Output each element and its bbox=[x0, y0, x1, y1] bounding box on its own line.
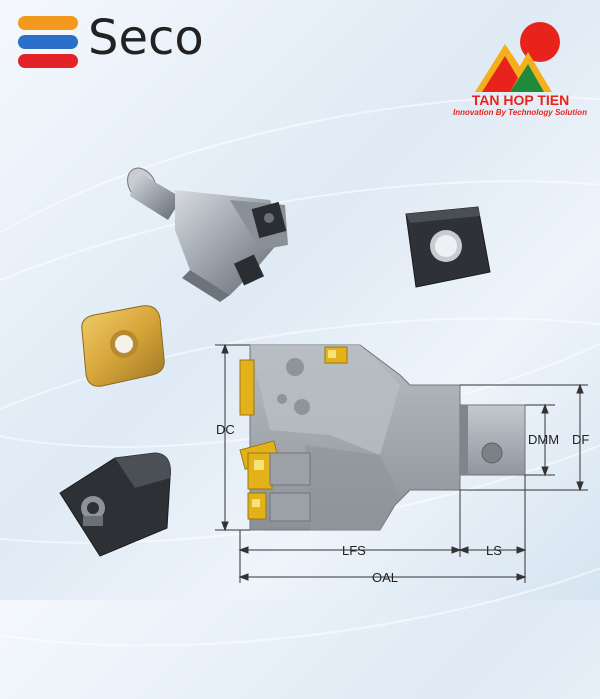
dim-label-lfs: LFS bbox=[342, 543, 366, 558]
dim-label-df: DF bbox=[572, 432, 590, 447]
dim-label-oal: OAL bbox=[372, 570, 399, 585]
dim-label-dc: DC bbox=[216, 422, 235, 437]
seco-logo: Seco bbox=[18, 10, 243, 74]
drill-tool-image bbox=[127, 167, 288, 302]
seco-logo-mark bbox=[18, 16, 78, 68]
wedge-insert-image bbox=[59, 452, 171, 557]
mountain-sun-icon bbox=[475, 22, 560, 92]
partner-name: TAN HOP TIEN bbox=[471, 92, 570, 108]
technical-drawing bbox=[215, 343, 588, 583]
gold-insert-image bbox=[81, 305, 165, 387]
tan-hop-tien-logo: TAN HOP TIEN Innovation By Technology So… bbox=[440, 22, 600, 122]
square-insert-image bbox=[405, 206, 491, 288]
partner-slogan: Innovation By Technology Solution bbox=[453, 108, 587, 117]
seco-wordmark: Seco bbox=[88, 10, 204, 66]
dim-label-ls: LS bbox=[486, 543, 502, 558]
dim-label-dmm: DMM bbox=[528, 432, 560, 447]
